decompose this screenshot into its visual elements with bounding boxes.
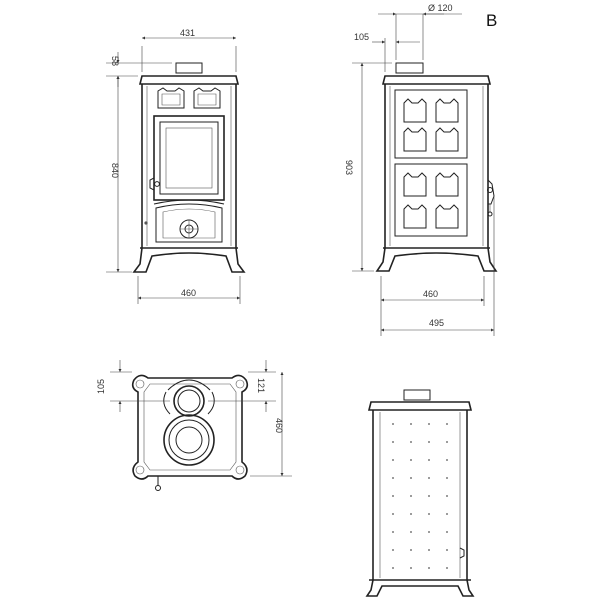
rear-panel-rivet bbox=[392, 549, 394, 551]
rear-panel-rivet bbox=[446, 459, 448, 461]
rear-panel-rivet bbox=[428, 531, 430, 533]
rear-panel-rivet bbox=[392, 531, 394, 533]
rear-panel-rivet bbox=[392, 423, 394, 425]
top-view: 105 121 460 bbox=[96, 360, 292, 491]
rear-panel-rivet bbox=[428, 567, 430, 569]
side-flue-offset-label: 105 bbox=[354, 32, 369, 42]
top-flue-offset-left-label: 105 bbox=[96, 379, 106, 394]
side-view: Ø 120 105 903 460 495 bbox=[344, 3, 498, 336]
rear-panel-rivet bbox=[428, 513, 430, 515]
rear-panel-rivet bbox=[428, 477, 430, 479]
top-depth-label: 460 bbox=[274, 418, 284, 433]
side-flue-diameter-label: Ø 120 bbox=[428, 3, 453, 13]
rear-view bbox=[365, 389, 475, 597]
rear-panel-rivet bbox=[446, 495, 448, 497]
rear-panel-rivet bbox=[410, 441, 412, 443]
rear-panel-rivet bbox=[428, 549, 430, 551]
rear-panel-rivet bbox=[428, 423, 430, 425]
rear-panel-rivet bbox=[446, 477, 448, 479]
rear-panel-rivet bbox=[410, 549, 412, 551]
rear-panel-rivet bbox=[446, 423, 448, 425]
rear-panel-rivet bbox=[428, 495, 430, 497]
rear-panel-rivet bbox=[446, 531, 448, 533]
rear-panel-rivet bbox=[428, 441, 430, 443]
side-total-depth-label: 495 bbox=[429, 318, 444, 328]
rear-panel-rivet bbox=[392, 441, 394, 443]
rear-panel-rivet bbox=[410, 495, 412, 497]
rear-panel-rivet bbox=[410, 477, 412, 479]
front-base-width-label: 460 bbox=[181, 288, 196, 298]
side-height-label: 903 bbox=[344, 160, 354, 175]
rear-panel-rivet bbox=[446, 441, 448, 443]
rear-panel-rivet bbox=[446, 549, 448, 551]
top-flue-offset-right-label: 121 bbox=[256, 378, 266, 393]
rear-panel-rivet bbox=[410, 423, 412, 425]
front-view: 431 58 840 460 bbox=[106, 28, 246, 304]
rear-panel-rivet bbox=[446, 567, 448, 569]
front-top-offset-label: 58 bbox=[110, 56, 120, 66]
rear-panel-rivet bbox=[446, 513, 448, 515]
sheet-label: B bbox=[486, 11, 497, 30]
side-base-width-label: 460 bbox=[423, 289, 438, 299]
rear-panel-rivet bbox=[392, 477, 394, 479]
rear-panel-rivet bbox=[392, 495, 394, 497]
front-height-label: 840 bbox=[110, 163, 120, 178]
rear-panel-rivet bbox=[410, 531, 412, 533]
front-width-top-label: 431 bbox=[180, 28, 195, 38]
rear-panel-rivet bbox=[392, 513, 394, 515]
rear-panel-rivet bbox=[410, 513, 412, 515]
rear-panel-rivet bbox=[410, 567, 412, 569]
rear-panel-rivet bbox=[410, 459, 412, 461]
rear-panel-rivet bbox=[428, 459, 430, 461]
rear-panel-rivet bbox=[392, 459, 394, 461]
rear-panel-rivet bbox=[392, 567, 394, 569]
